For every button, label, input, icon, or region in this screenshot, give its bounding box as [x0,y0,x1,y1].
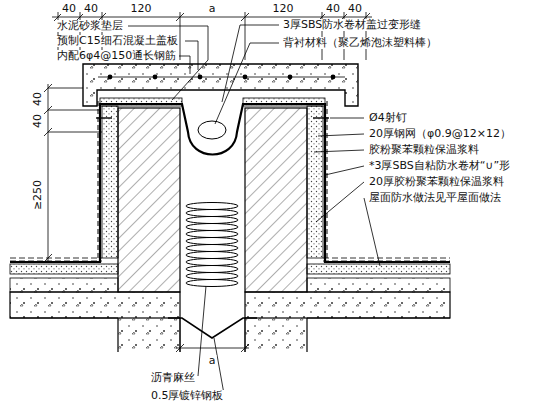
callout-label: 预制C15细石混凝土盖板 [56,35,179,47]
callout-label: 20厚胶粉聚苯颗粒保温浆料 [368,176,505,188]
galvanized-plate [168,318,257,338]
dimension-text: a [208,355,217,367]
callout-label: *3厚SBS自粘防水卷材“∪”形 [368,160,511,172]
cover-plate [83,64,358,106]
dimension-text: 40 [325,3,341,15]
callout-label: 内配6φ4@150通长钢筋 [56,50,177,62]
dimension-text: ≥250 [32,179,44,211]
dimension-text: 120 [272,3,295,15]
leader-lines [128,25,380,394]
dimension-text: 40 [32,113,44,129]
dimension-text: 40 [347,3,363,15]
asphalt-hemp [186,203,238,287]
dimension-text: 40 [83,3,99,15]
callout-label: 0.5厚镀锌钢板 [150,390,225,402]
dimension-text: 120 [130,3,153,15]
callout-label: 沥青麻丝 [150,372,196,384]
dimension-text: 40 [32,91,44,107]
callout-label: 水泥砂浆垫层 [56,20,124,32]
callout-label: 背衬材料（聚乙烯泡沫塑料棒） [282,37,438,49]
bottom-dimension [176,318,249,352]
callout-label: 3厚SBS防水卷材盖过变形缝 [282,19,422,31]
callout-label: 胶粉聚苯颗粒保温浆料 [368,144,480,156]
callout-label: 屋面防水做法见平屋面做法 [368,192,502,204]
dimension-text: 40 [61,3,77,15]
backing-rod [198,121,226,139]
callout-label: 20厚钢网（φ0.9@12×12） [368,128,512,140]
nails [96,117,329,118]
left-dimension [44,84,102,262]
dimension-text: a [208,3,217,15]
callout-label: Ø4射钉 [368,112,408,124]
